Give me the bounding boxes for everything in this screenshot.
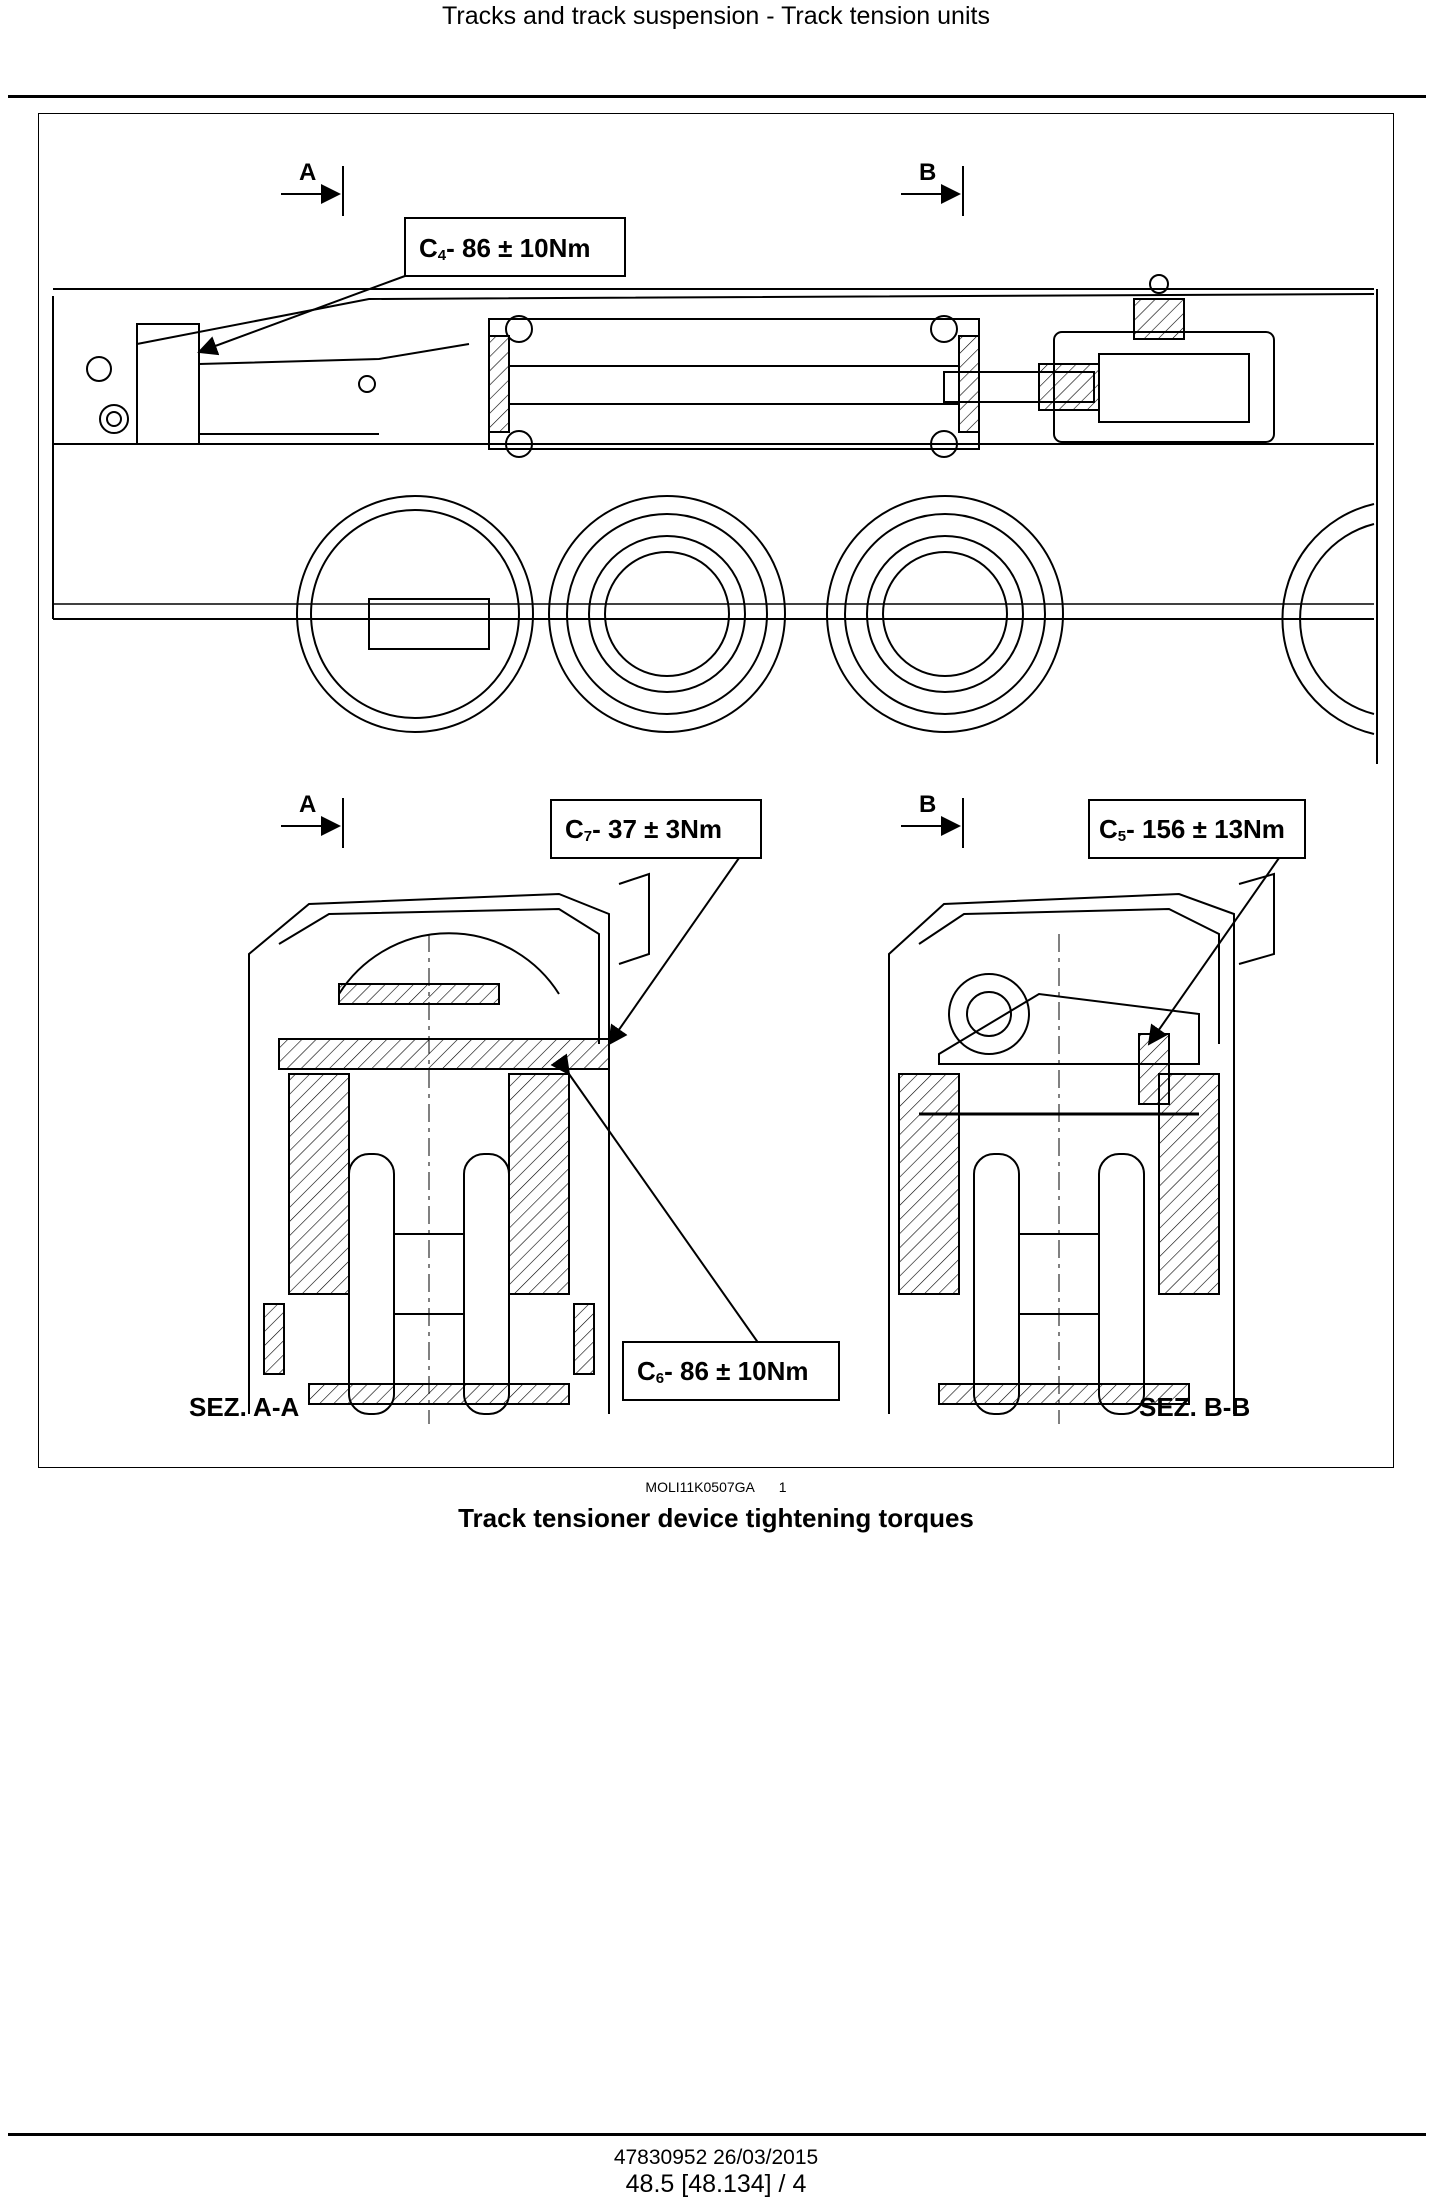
figure-caption-code: MOLI11K0507GA 1 bbox=[0, 1478, 1432, 1496]
figure-caption-title: Track tensioner device tightening torque… bbox=[458, 1503, 974, 1533]
footer-page-number: 48.5 [48.134] / 4 bbox=[625, 2170, 807, 2198]
svg-text:C7- 37 ± 3Nm: C7- 37 ± 3Nm bbox=[565, 814, 722, 845]
figure-code: MOLI11K0507GA bbox=[645, 1479, 755, 1495]
section-marker-a-bottom-label: A bbox=[299, 791, 316, 818]
footer-rule bbox=[8, 2133, 1426, 2136]
figure-number: 1 bbox=[778, 1479, 787, 1495]
technical-drawing-figure: A B C4- 86 ± 10Nm bbox=[38, 113, 1394, 1468]
callout-c7-sub: 7 bbox=[584, 828, 592, 845]
section-a-a-drawing bbox=[248, 872, 650, 1424]
callout-c6-code: C bbox=[637, 1356, 656, 1386]
section-b-b-drawing bbox=[888, 872, 1275, 1424]
svg-text:C4- 86 ± 10Nm: C4- 86 ± 10Nm bbox=[419, 233, 590, 264]
callout-c4-code: C bbox=[419, 233, 438, 263]
svg-text:C6- 86 ± 10Nm: C6- 86 ± 10Nm bbox=[637, 1356, 808, 1387]
callout-c5-value: - 156 ± 13Nm bbox=[1126, 814, 1285, 844]
callout-c5-code: C bbox=[1099, 814, 1118, 844]
section-views: A B C7- 37 ± 3Nm C5- 156 ± 13Nm bbox=[189, 791, 1306, 1424]
callout-c7-code: C bbox=[565, 814, 584, 844]
section-marker-b-top: B bbox=[901, 159, 964, 216]
svg-text:C5- 156 ± 13Nm: C5- 156 ± 13Nm bbox=[1099, 814, 1285, 845]
callout-c6-value: - 86 ± 10Nm bbox=[664, 1356, 808, 1386]
callout-c6: C6- 86 ± 10Nm bbox=[550, 1053, 840, 1401]
header-rule bbox=[8, 95, 1426, 98]
callout-c5: C5- 156 ± 13Nm bbox=[1088, 799, 1306, 1046]
section-label-b-b: SEZ. B-B bbox=[1139, 1392, 1250, 1422]
footer-document-reference: 47830952 26/03/2015 bbox=[613, 2146, 819, 2169]
section-label-a-a: SEZ. A-A bbox=[189, 1392, 299, 1422]
section-marker-b-bottom-label: B bbox=[919, 791, 936, 818]
callout-c7: C7- 37 ± 3Nm bbox=[550, 799, 762, 1046]
side-view-drawing: A B C4- 86 ± 10Nm bbox=[52, 159, 1378, 764]
callout-c6-sub: 6 bbox=[656, 1370, 664, 1387]
callout-c7-value: - 37 ± 3Nm bbox=[592, 814, 722, 844]
section-marker-a-top: A bbox=[281, 159, 344, 216]
page-header-title: Tracks and track suspension - Track tens… bbox=[442, 2, 990, 30]
callout-c4: C4- 86 ± 10Nm bbox=[197, 217, 626, 356]
section-marker-b-top-label: B bbox=[919, 159, 936, 186]
callout-c4-sub: 4 bbox=[438, 247, 447, 264]
section-marker-a-top-label: A bbox=[299, 159, 316, 186]
callout-c5-sub: 5 bbox=[1118, 828, 1126, 845]
section-marker-a-bottom: A bbox=[281, 791, 344, 848]
section-marker-b-bottom: B bbox=[901, 791, 964, 848]
callout-c4-value: - 86 ± 10Nm bbox=[446, 233, 590, 263]
road-wheels bbox=[296, 495, 1375, 735]
